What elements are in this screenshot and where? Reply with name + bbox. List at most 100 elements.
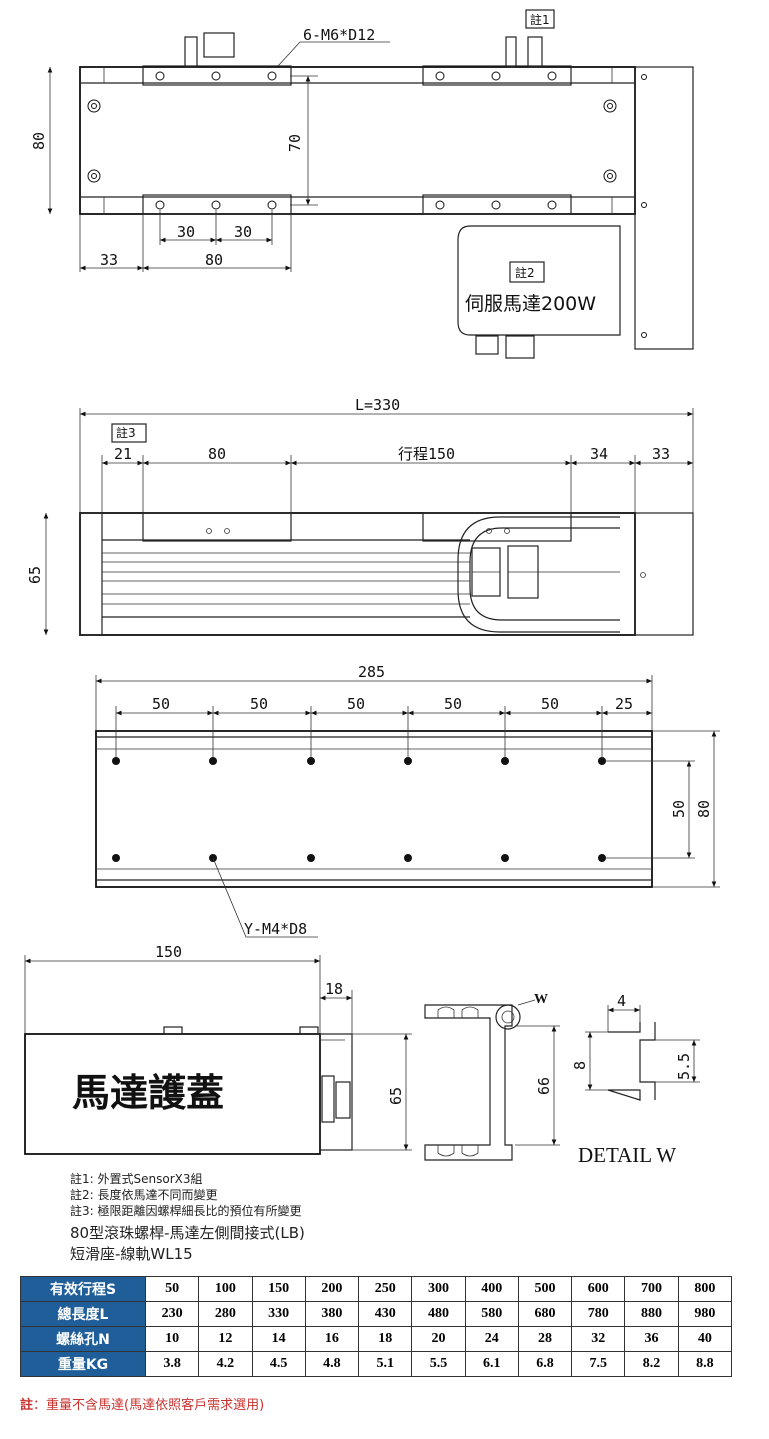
- table-cell: 250: [358, 1276, 413, 1302]
- pitch-2: 50: [250, 695, 268, 713]
- note-2: 註2: 長度依馬達不同而變更: [70, 1188, 218, 1202]
- sensor-icon: [184, 32, 543, 68]
- footnote-text: ：重量不含馬達(馬達依照客戶需求選用): [33, 1398, 265, 1413]
- footnote-tag: 註: [20, 1398, 34, 1413]
- note3-tag: 註3: [116, 426, 136, 440]
- table-cell: 18: [358, 1326, 413, 1352]
- detail-dim-right: 5.5: [675, 1053, 693, 1080]
- total-dim: 285: [358, 663, 385, 681]
- height-dim: 80: [30, 132, 48, 150]
- pitch-dim-1: 30: [177, 223, 195, 241]
- cover-height-dim: 65: [387, 1087, 405, 1105]
- mount-hole-icon: [112, 757, 606, 862]
- table-cell: 500: [517, 1276, 573, 1302]
- table-cell: 400: [464, 1276, 519, 1302]
- table-cell: 12: [198, 1326, 253, 1352]
- table-cell: 680: [517, 1301, 573, 1327]
- hole-callout: 6-M6*D12: [303, 26, 375, 44]
- cover-depth-dim: 18: [325, 980, 343, 998]
- table-cell: 100: [198, 1276, 253, 1302]
- pitch-6: 25: [615, 695, 633, 713]
- cover-width-dim: 150: [155, 943, 182, 961]
- table-cell: 150: [251, 1276, 306, 1302]
- table-cell: 780: [571, 1301, 626, 1327]
- table-cell: 50: [144, 1276, 200, 1302]
- dim-c: 34: [590, 445, 608, 463]
- weight-footnote: 註：重量不含馬達(馬達依照客戶需求選用): [20, 1394, 264, 1413]
- table-cell: 14: [251, 1326, 306, 1352]
- carriage-screw-icon: [87, 71, 647, 338]
- table-cell: 4.2: [198, 1351, 253, 1377]
- pitch-4: 50: [444, 695, 462, 713]
- top-view: 註1 註2 伺服馬達200W 6-M6*D12 80 70 30 30 33 8…: [30, 9, 694, 359]
- detail-tag: W: [534, 992, 548, 1007]
- note-1: 註1: 外置式SensorX3組: [70, 1172, 203, 1186]
- table-row: 總長度L 230 280 330 380 430 480 580 680 780…: [20, 1301, 733, 1327]
- stroke-dim: 行程150: [398, 445, 455, 463]
- length-dim: L=330: [355, 396, 400, 414]
- rail-dim: 70: [286, 134, 304, 152]
- product-title: 80型滾珠螺桿-馬達左側間接式(LB): [70, 1224, 305, 1242]
- detail-label: DETAIL W: [578, 1143, 676, 1167]
- table-row: 重量KG 3.8 4.2 4.5 4.8 5.1 5.5 6.1 6.8 7.5…: [20, 1351, 733, 1377]
- cover-label: 馬達護蓋: [72, 1071, 224, 1115]
- table-cell: 16: [304, 1326, 360, 1352]
- carriage-dim: 80: [205, 251, 223, 269]
- spec-table: 有效行程S 50 100 150 200 250 300 400 500 600…: [20, 1276, 733, 1377]
- pitch-1: 50: [152, 695, 170, 713]
- dim-d: 33: [652, 445, 670, 463]
- dim-a: 21: [114, 445, 132, 463]
- table-cell: 8.8: [677, 1351, 733, 1377]
- table-cell: 40: [677, 1326, 733, 1352]
- table-cell: 5.5: [411, 1351, 466, 1377]
- side-height-dim: 65: [26, 566, 44, 584]
- table-cell: 6.1: [464, 1351, 519, 1377]
- table-cell: 4.5: [251, 1351, 306, 1377]
- detail-dim-left: 8: [571, 1061, 589, 1070]
- table-row: 螺絲孔N 10 12 14 16 18 20 24 28 32 36 40: [20, 1326, 733, 1352]
- table-cell: 200: [304, 1276, 360, 1302]
- pitch-5: 50: [541, 695, 559, 713]
- table-cell: 32: [571, 1326, 626, 1352]
- table-cell: 6.8: [517, 1351, 573, 1377]
- table-cell: 5.1: [358, 1351, 413, 1377]
- table-row: 有效行程S 50 100 150 200 250 300 400 500 600…: [20, 1276, 733, 1302]
- side-view: 註3 L=330 21 80 行程150 34 33 65: [26, 396, 694, 636]
- detail-dim-top: 4: [617, 992, 626, 1010]
- left-dim: 33: [100, 251, 118, 269]
- technical-drawing: 註1 註2 伺服馬達200W 6-M6*D12 80 70 30 30 33 8…: [24, 9, 720, 1167]
- table-cell: 600: [571, 1276, 626, 1302]
- dim-b: 80: [208, 445, 226, 463]
- pitch-dim-2: 30: [234, 223, 252, 241]
- table-cell: 7.5: [571, 1351, 626, 1377]
- note1-tag: 註1: [530, 13, 550, 27]
- table-cell: 480: [411, 1301, 466, 1327]
- table-cell: 700: [624, 1276, 679, 1302]
- row-header: 總長度L: [20, 1301, 146, 1327]
- table-cell: 330: [251, 1301, 306, 1327]
- table-cell: 800: [677, 1276, 733, 1302]
- inner-dim: 50: [670, 800, 688, 818]
- table-cell: 20: [411, 1326, 466, 1352]
- table-cell: 300: [411, 1276, 466, 1302]
- profile-view: W 66: [424, 992, 560, 1161]
- table-cell: 10: [144, 1326, 200, 1352]
- table-cell: 230: [144, 1301, 200, 1327]
- product-subtitle: 短滑座-線軌WL15: [70, 1245, 193, 1263]
- row-header: 重量KG: [20, 1351, 146, 1377]
- table-cell: 28: [517, 1326, 573, 1352]
- motor-label: 伺服馬達200W: [465, 293, 596, 315]
- table-cell: 3.8: [144, 1351, 200, 1377]
- row-header: 有效行程S: [20, 1276, 146, 1302]
- detail-view: 4 8 5.5 DETAIL W: [571, 992, 700, 1167]
- outer-dim: 80: [695, 800, 713, 818]
- table-cell: 980: [677, 1301, 733, 1327]
- table-cell: 280: [198, 1301, 253, 1327]
- hole-callout-bottom: Y-M4*D8: [244, 920, 307, 938]
- bottom-view: 285 50 50 50 50 50 25 50 80 Y-M4*D8: [95, 663, 720, 938]
- table-cell: 4.8: [304, 1351, 360, 1377]
- table-cell: 380: [304, 1301, 360, 1327]
- table-cell: 880: [624, 1301, 679, 1327]
- table-cell: 580: [464, 1301, 519, 1327]
